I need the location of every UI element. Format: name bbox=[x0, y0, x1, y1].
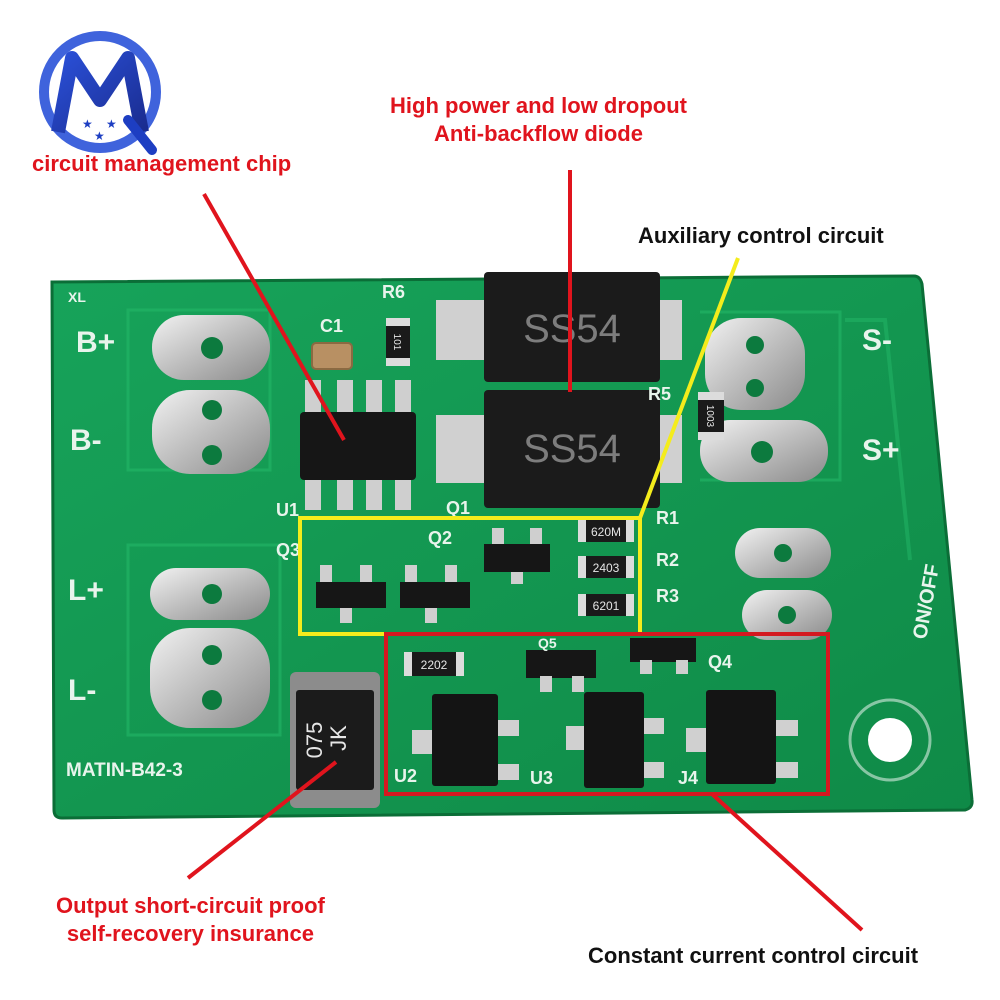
pad-s-minus bbox=[705, 318, 805, 410]
cc-circuit-highlight bbox=[384, 632, 830, 796]
silk-l-plus: L+ bbox=[68, 574, 104, 607]
diode-annotation: High power and low dropout Anti-backflow… bbox=[390, 92, 687, 148]
silk-u2: U2 bbox=[394, 766, 417, 786]
diode-annotation-line1: High power and low dropout bbox=[390, 93, 687, 118]
resistor-r3: 6201 bbox=[578, 594, 634, 616]
silk-r5: R5 bbox=[648, 384, 671, 404]
pad-b-plus bbox=[152, 315, 270, 380]
resettable-fuse: JK 075 bbox=[290, 672, 380, 808]
transistor-q3b bbox=[400, 565, 470, 623]
silk-s-plus: S+ bbox=[862, 434, 900, 467]
regulator-u2 bbox=[412, 694, 519, 786]
silk-q1: Q1 bbox=[446, 498, 470, 518]
pad-on-off-bottom bbox=[742, 590, 832, 640]
fuse-annotation: Output short-circuit proof self-recovery… bbox=[56, 892, 325, 948]
svg-text:★: ★ bbox=[94, 129, 105, 143]
resistor-r5: 1003 bbox=[698, 392, 724, 440]
resistor-r2: 2403 bbox=[578, 556, 634, 578]
res-r5-marking: 1003 bbox=[704, 405, 715, 428]
silk-b-plus: B+ bbox=[76, 326, 115, 359]
transistor-q5 bbox=[526, 650, 596, 692]
silk-b-minus: B- bbox=[70, 424, 102, 457]
resistor-2202: 2202 bbox=[404, 652, 464, 676]
transistor-q4 bbox=[630, 638, 696, 674]
svg-text:★: ★ bbox=[106, 117, 117, 131]
res-r3-marking: 6201 bbox=[593, 599, 620, 613]
transistor-q3a bbox=[316, 565, 386, 623]
pad-b-minus bbox=[152, 390, 270, 474]
fuse-marking-1: JK bbox=[326, 725, 351, 751]
pad-l-minus bbox=[150, 628, 270, 728]
chip-leader-line bbox=[202, 193, 346, 441]
silk-xl: XL bbox=[68, 289, 86, 305]
fuse-annotation-line2: self-recovery insurance bbox=[66, 921, 314, 946]
silk-r2: R2 bbox=[656, 550, 679, 570]
silk-u3: U3 bbox=[530, 768, 553, 788]
fuse-marking-2: 075 bbox=[302, 722, 327, 759]
pad-s-plus bbox=[700, 420, 828, 482]
res-r1-marking: 620M bbox=[591, 525, 621, 539]
pad-on-off-top bbox=[735, 528, 831, 578]
diode-bottom-marking: SS54 bbox=[523, 427, 621, 471]
diode-annotation-line2: Anti-backflow diode bbox=[433, 121, 643, 146]
silk-s-minus: S- bbox=[862, 324, 892, 357]
silk-l-minus: L- bbox=[68, 674, 96, 707]
resistor-r6: 101 bbox=[386, 318, 410, 366]
fuse-annotation-line1: Output short-circuit proof bbox=[56, 893, 325, 918]
diode-ss54-bottom: SS54 bbox=[436, 390, 682, 508]
management-chip-u1 bbox=[300, 380, 416, 510]
regulator-u3 bbox=[566, 692, 664, 788]
res-r2-marking: 2403 bbox=[593, 561, 620, 575]
regulator-j4 bbox=[686, 690, 798, 784]
res-r6-marking: 101 bbox=[391, 334, 402, 351]
svg-text:★: ★ bbox=[82, 117, 93, 131]
silk-r1: R1 bbox=[656, 508, 679, 528]
capacitor-c1 bbox=[311, 342, 353, 370]
aux-leader-line bbox=[638, 257, 740, 519]
pad-l-plus bbox=[150, 568, 270, 620]
cc-leader-line bbox=[710, 792, 864, 932]
silk-c1: C1 bbox=[320, 316, 343, 336]
res-2202-marking: 2202 bbox=[421, 658, 448, 672]
mq-star-logo: ★ ★ ★ bbox=[39, 31, 161, 155]
silk-u1: U1 bbox=[276, 500, 299, 520]
aux-annotation: Auxiliary control circuit bbox=[638, 223, 884, 248]
silk-r3: R3 bbox=[656, 586, 679, 606]
chip-annotation: circuit management chip bbox=[32, 151, 292, 176]
transistor-q2 bbox=[484, 528, 550, 584]
silk-model: MATIN-B42-3 bbox=[66, 760, 183, 781]
silk-q3: Q3 bbox=[276, 540, 300, 560]
silk-q4: Q4 bbox=[708, 652, 732, 672]
fuse-leader-line bbox=[186, 760, 338, 880]
cc-annotation: Constant current control circuit bbox=[588, 943, 919, 968]
silk-j4: J4 bbox=[678, 768, 698, 788]
silk-q2: Q2 bbox=[428, 528, 452, 548]
silk-q5: Q5 bbox=[538, 635, 557, 651]
silk-r6: R6 bbox=[382, 282, 405, 302]
resistor-r1: 620M bbox=[578, 520, 634, 542]
